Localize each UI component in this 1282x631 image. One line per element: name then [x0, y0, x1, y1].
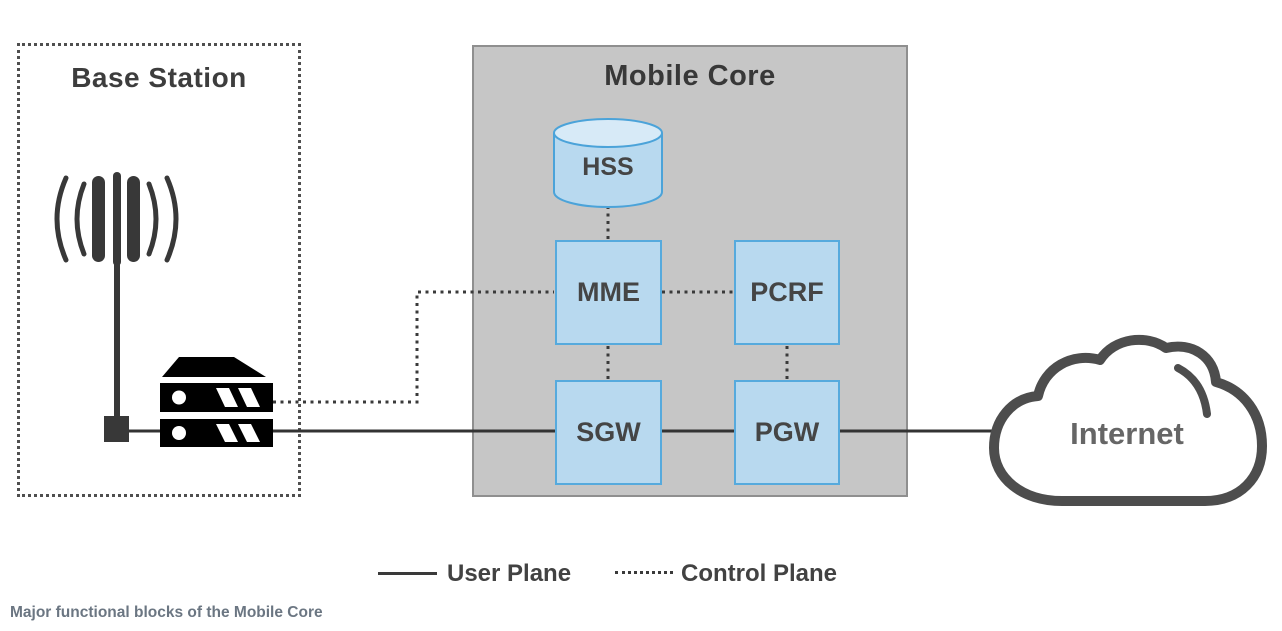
legend-user-plane-label: User Plane: [447, 560, 572, 587]
internet-label: Internet: [1070, 416, 1184, 451]
cloud-highlight-arc: [1174, 364, 1211, 418]
node-mme: MME: [555, 240, 662, 345]
node-mme-label: MME: [577, 277, 640, 307]
node-hss-label: HSS: [582, 153, 634, 181]
legend-control-plane-swatch: [615, 571, 673, 574]
node-sgw: SGW: [555, 380, 662, 485]
legend-control-plane-label: Control Plane: [681, 560, 838, 587]
figure-caption: Major functional blocks of the Mobile Co…: [10, 604, 323, 621]
node-sgw-label: SGW: [576, 417, 641, 447]
base-station-box: Base Station: [17, 43, 301, 497]
base-station-title: Base Station: [71, 62, 247, 93]
node-pcrf: PCRF: [734, 240, 840, 345]
node-pgw-label: PGW: [754, 417, 820, 447]
mobile-core-box: Mobile Core: [472, 45, 908, 497]
mobile-core-title: Mobile Core: [604, 60, 776, 92]
node-pgw: PGW: [734, 380, 840, 485]
legend-user-plane-swatch: [378, 572, 437, 575]
node-pcrf-label: PCRF: [750, 277, 824, 307]
